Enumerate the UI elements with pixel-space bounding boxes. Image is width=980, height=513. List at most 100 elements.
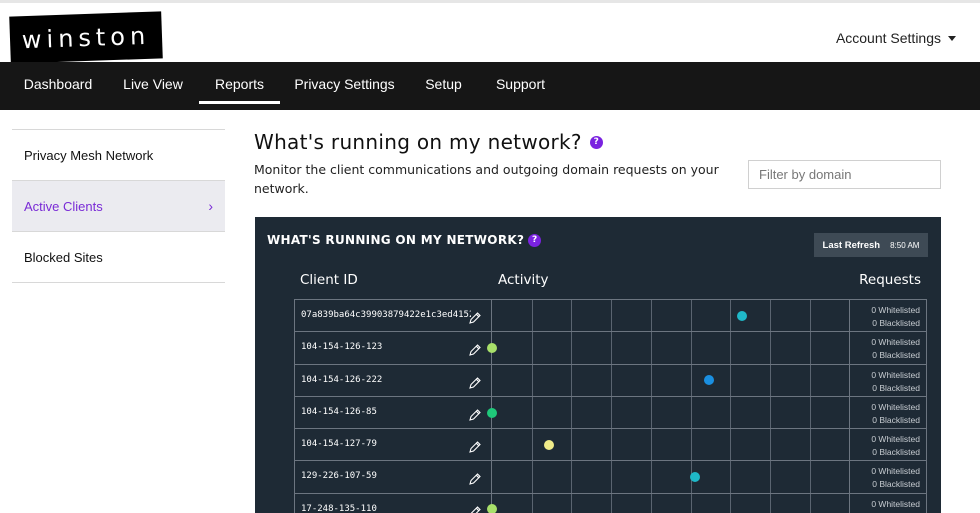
edit-pencil-icon[interactable] [468,502,482,513]
activity-dot[interactable] [736,310,747,321]
activity-dot[interactable] [487,342,497,353]
sidebar-item-label: Blocked Sites [24,250,103,265]
client-id-cell: 129-226-107-59 [294,461,492,493]
network-activity-panel: WHAT'S RUNNING ON MY NETWORK? ? Last Ref… [255,217,941,513]
activity-grid-line [809,300,811,332]
chevron-right-icon: › [208,198,213,214]
edit-pencil-icon[interactable] [468,340,482,357]
activity-dot[interactable] [690,472,701,483]
edit-pencil-icon[interactable] [468,308,482,324]
edit-pencil-icon[interactable] [468,437,482,453]
activity-dot[interactable] [703,375,714,386]
activity-grid-line [690,396,692,429]
nav-setup[interactable]: Setup [425,76,462,92]
column-header-client-id: Client ID [300,272,358,288]
filter-by-domain-input[interactable] [748,160,941,189]
activity-grid-line [531,429,533,461]
activity-grid-line [730,332,732,364]
activity-grid-line [769,332,771,364]
activity-grid-line [650,300,652,332]
activity-grid-line [769,461,771,493]
activity-grid-line [690,300,692,332]
activity-grid-line [531,300,533,332]
activity-cell [487,396,849,429]
edit-pencil-icon[interactable] [468,405,482,421]
help-icon[interactable]: ? [589,135,603,149]
nav-privacy-settings[interactable]: Privacy Settings [294,76,395,92]
table-row[interactable]: 07a839ba64c39903879422e1c3ed4152 0 Whitel… [294,299,927,332]
blacklisted-count: 0 Blacklisted [872,350,920,361]
activity-grid-line [571,396,573,429]
activity-grid-line [690,332,692,364]
edit-pencil-icon[interactable] [468,469,482,486]
help-icon[interactable]: ? [528,233,542,247]
column-header-requests: Requests [859,272,921,288]
whitelisted-count: 0 Whitelisted [871,305,920,315]
activity-grid-line [571,461,573,493]
sidebar-item-label: Privacy Mesh Network [24,148,154,163]
account-settings-menu[interactable]: Account Settings [836,30,956,46]
panel-title: WHAT'S RUNNING ON MY NETWORK? ? [267,233,542,247]
sidebar-item-active-clients[interactable]: Active Clients › [12,181,225,232]
client-id: 07a839ba64c39903879422e1c3ed4152 [301,310,471,320]
winston-logo[interactable]: winston [9,11,163,64]
whitelisted-count: 0 Whitelisted [871,434,920,445]
activity-grid-line [531,332,533,364]
activity-grid-line [730,429,732,461]
blacklisted-count: 0 Blacklisted [850,511,920,513]
logo-text: winston [21,21,151,54]
activity-grid-line [611,429,613,461]
blacklisted-count: 0 Blacklisted [872,382,920,393]
activity-grid-line [769,300,771,332]
activity-grid-line [650,396,652,429]
last-refresh-button[interactable]: Last Refresh 8:50 AM [814,233,928,257]
activity-grid-line [571,429,573,461]
activity-cell [492,429,849,461]
nav-dashboard[interactable]: Dashboard [23,76,93,92]
activity-grid-line [809,332,811,364]
activity-grid-line [611,300,613,332]
activity-grid-line [531,396,533,429]
activity-dot[interactable] [487,407,497,418]
activity-grid-line [769,429,771,461]
activity-dot[interactable] [487,504,497,513]
activity-dot[interactable] [544,439,555,450]
page-title: What's running on my network? ? [254,130,603,154]
panel-title-text: WHAT'S RUNNING ON MY NETWORK? [267,233,525,247]
activity-grid-line [571,493,573,513]
activity-grid-line [690,493,692,513]
activity-grid-line [650,461,652,493]
sidebar: Privacy Mesh Network Active Clients › Bl… [12,129,225,283]
client-id-cell: 07a839ba64c39903879422e1c3ed4152 [294,300,492,332]
activity-grid-line [531,493,533,513]
nav-reports[interactable]: Reports [199,62,280,110]
client-id-cell: 104-154-127-79 [294,429,492,461]
activity-grid-line [571,300,573,332]
client-id: 129-226-107-59 [301,471,377,482]
whitelisted-count: 0 Whitelisted [871,401,920,412]
activity-grid-line [809,396,811,429]
client-id: 104-154-126-123 [301,342,383,353]
activity-grid-line [690,429,692,461]
activity-grid-line [531,461,533,493]
nav-live-view[interactable]: Live View [123,76,183,92]
nav-support[interactable]: Support [495,76,546,92]
edit-pencil-icon[interactable] [468,373,482,389]
activity-grid-line [650,493,652,513]
whitelisted-count: 0 Whitelisted [871,466,920,477]
activity-grid-line [690,364,692,396]
activity-cell [492,364,849,396]
activity-grid-line [611,364,613,396]
activity-grid-line [611,332,613,364]
activity-grid-line [650,332,652,364]
sidebar-item-blocked-sites[interactable]: Blocked Sites [12,232,225,283]
sidebar-item-privacy-mesh-network[interactable]: Privacy Mesh Network [12,130,225,181]
